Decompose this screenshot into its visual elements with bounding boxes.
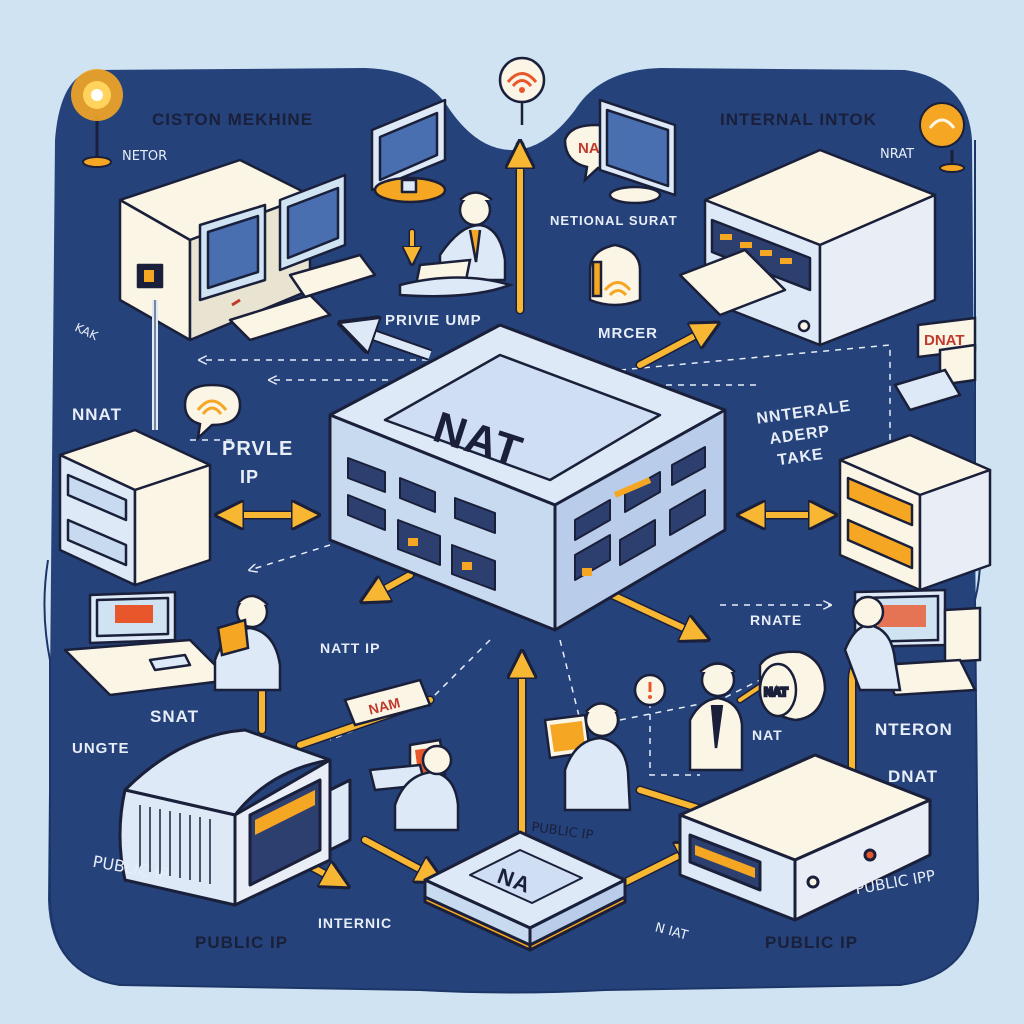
keyboard-icon [228,253,377,342]
nat-router-bottom [423,830,627,952]
public-ip-right-label: PUBLIC IP [765,933,858,952]
arrow-private-ip [345,325,432,361]
small-monitor-right [893,343,977,412]
left-server [58,428,212,587]
person-icon [398,191,514,298]
nat-gateway [328,323,727,632]
snat-label: SNAT [150,707,199,726]
internal-network-server [678,148,937,347]
arrow-to-internic [360,835,440,885]
nam-tag-label: NAM [367,694,402,717]
person-icon [688,662,744,772]
nrat-label: NRAT [880,147,914,162]
custom-machine-label: CISTON MEKHINE [152,110,313,129]
nteron-label: NTERON [875,720,953,739]
wifi-device [588,243,642,307]
prvle-label: PRVLE [222,438,293,460]
nterale-line3: TAKE [776,446,824,469]
monitor-icon [598,98,677,197]
top-desk-monitor [370,98,447,204]
exclamation-bubble [633,673,667,707]
national-surat-label: NETIONAL SURAT [550,213,678,228]
custom-machine-workstation [118,158,377,342]
monitor-icon [88,590,177,645]
person-icon [843,595,902,692]
public-network-router-right [678,753,932,922]
mrcer-label: MRCER [598,325,658,342]
monitor-icon [198,173,347,302]
dnat-tag-label: DNAT [924,332,965,349]
netor-label: NETOR [122,149,167,164]
wifi-signal-icon [498,56,546,125]
top-left-wifi [71,69,123,168]
wifi-bubble-left [183,383,242,442]
ungte-label: UNGTE [72,740,130,757]
wifi-signal-icon [919,102,965,173]
nam-tag: NAM [343,678,432,727]
private-ip-label: PRIVIE UMP [385,312,482,329]
person-icon [543,702,632,812]
dnat-label: DNAT [888,767,938,786]
arrow-down-left [365,570,415,600]
internal-network-label: INTERNAL INTOK [720,110,877,129]
rnate-label: RNATE [750,612,802,628]
internic-label: INTERNIC [318,915,392,931]
public-network-switch-left [118,728,352,907]
person-icon [368,738,460,832]
public-ip-left-label: PUBLIC IP [195,933,288,952]
arrow-to-marcer [635,320,715,370]
nat-sticker-label: NAT [764,685,788,699]
monitor-icon [370,98,447,192]
nat-sticker: NAT [758,650,827,722]
nat-right-label: NAT [752,727,783,743]
right-server [838,433,992,592]
na-bubble-label: NA [578,140,600,157]
nnat-label: NNAT [72,405,122,424]
person-icon [213,594,282,692]
top-right-monitor [598,98,677,205]
ip-label: IP [240,467,259,487]
natt-ip-label: NATT IP [320,640,380,656]
